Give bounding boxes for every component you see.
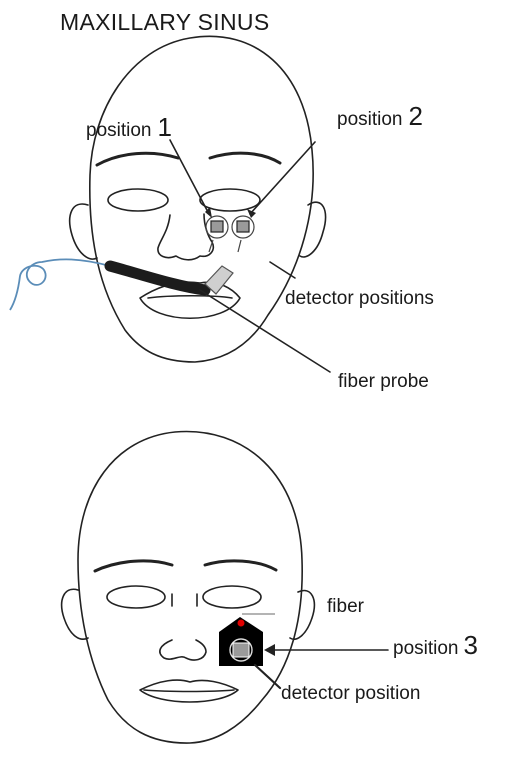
detector-square-3 xyxy=(233,643,249,657)
bottom-nose xyxy=(160,640,206,660)
top-left-eye xyxy=(108,189,168,211)
detector-position-1 xyxy=(206,216,228,252)
detector-square-2 xyxy=(237,221,249,232)
bottom-head-outline xyxy=(78,432,302,744)
arrow-position-3 xyxy=(264,644,275,656)
leader-position-2 xyxy=(250,142,315,214)
top-mouth-opening xyxy=(148,296,232,298)
figure-title: MAXILLARY SINUS xyxy=(60,9,269,35)
leader-detector-position xyxy=(255,665,280,688)
bottom-mouth-line xyxy=(144,690,234,692)
top-right-eyebrow xyxy=(210,153,280,163)
fiber-cable xyxy=(10,259,110,310)
source-dot xyxy=(238,620,245,627)
fiber-probe-label: fiber probe xyxy=(338,371,429,392)
leader-position-1 xyxy=(170,140,209,214)
top-nose xyxy=(158,214,213,260)
fiber-label: fiber xyxy=(327,596,365,617)
bottom-right-ear xyxy=(290,591,314,640)
bottom-left-eyebrow xyxy=(95,561,172,571)
bottom-left-eye xyxy=(107,586,165,608)
top-right-ear xyxy=(300,202,326,257)
top-left-eyebrow xyxy=(97,153,178,165)
detector-position-2 xyxy=(232,216,254,252)
detector-position-label: detector position xyxy=(281,683,420,704)
detector-holder-position-3 xyxy=(219,617,263,666)
arrow-position-2 xyxy=(247,209,256,218)
detector-positions-label: detector positions xyxy=(285,288,434,309)
bottom-right-eyebrow xyxy=(205,561,276,570)
bottom-left-ear xyxy=(62,589,88,639)
leader-detector-positions xyxy=(270,262,295,278)
fiber-probe xyxy=(110,266,205,290)
detector-square-1 xyxy=(211,221,223,232)
bottom-right-eye xyxy=(203,586,261,608)
top-right-eye xyxy=(200,189,260,211)
